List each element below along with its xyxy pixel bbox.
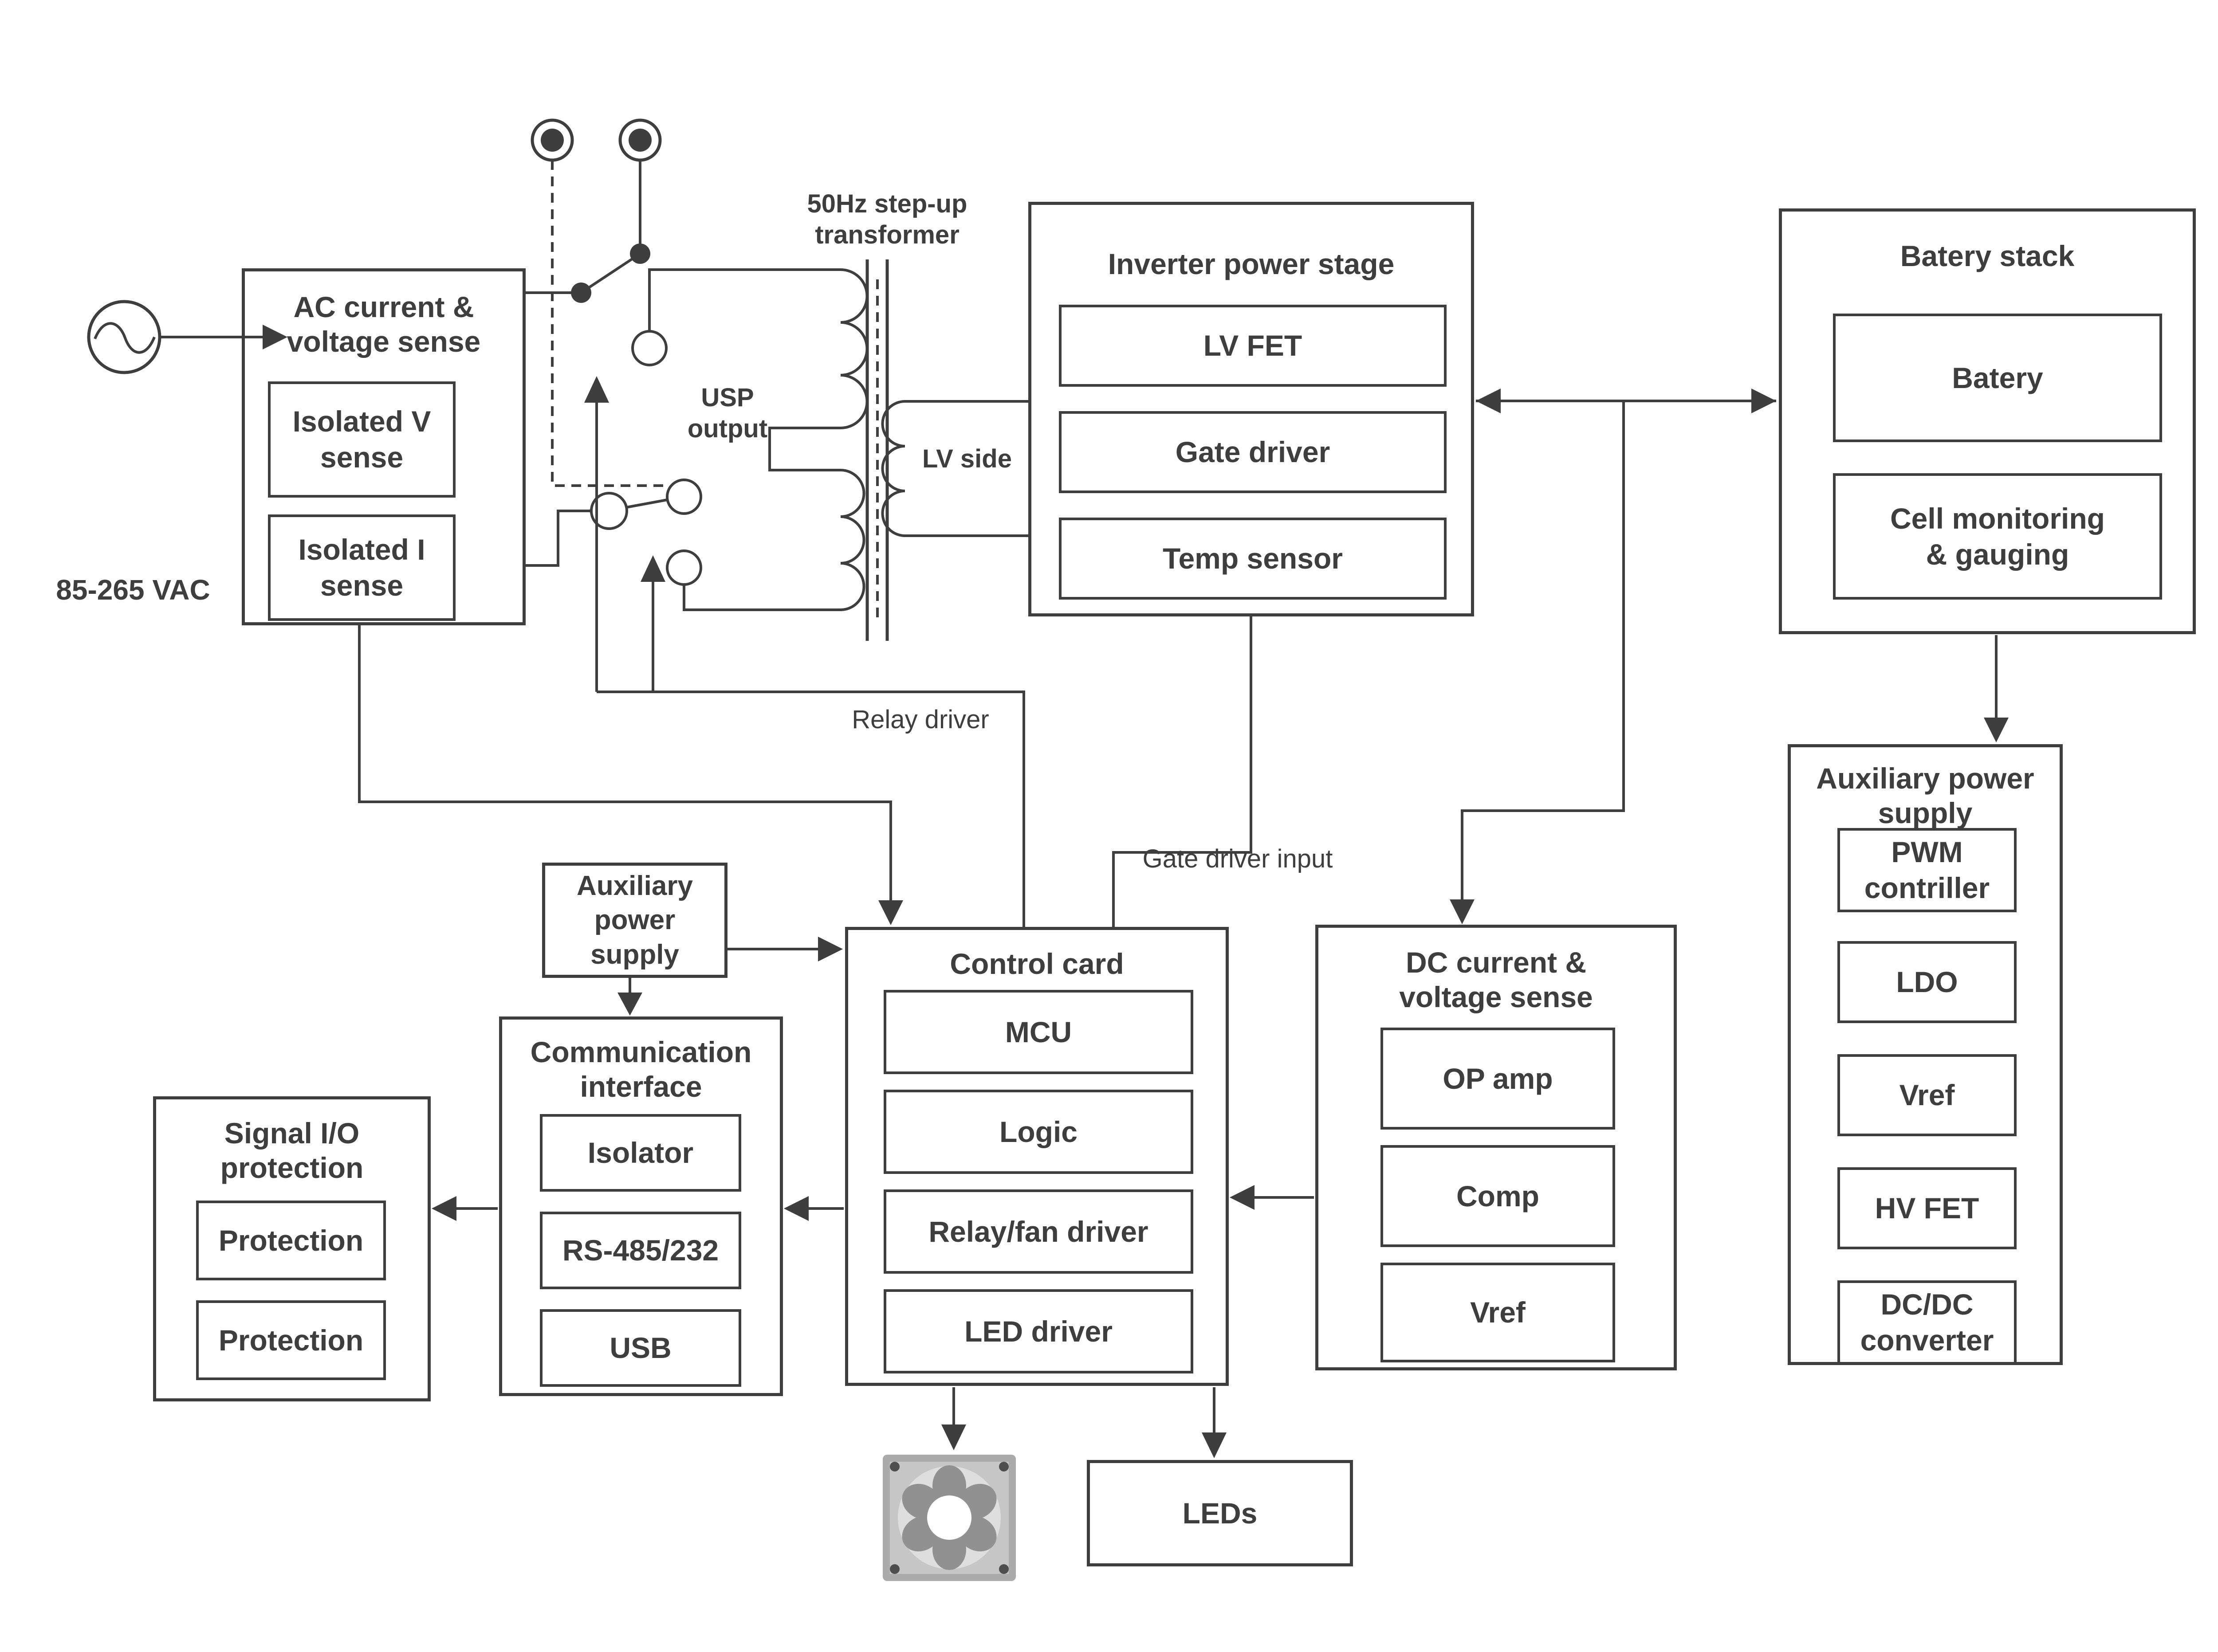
block-signal-io-title: Signal I/O protection: [220, 1117, 364, 1184]
inverter-battery-bus-wire: [1450, 388, 1776, 924]
transformer-label: 50Hz step-up transformer: [807, 189, 967, 249]
block-dc-sense-title: DC current & voltage sense: [1399, 946, 1593, 1013]
dc-sense-to-control-wire: [1230, 1185, 1314, 1210]
lv-side-label: LV side: [922, 444, 1012, 473]
block-battery-title: Batery stack: [1900, 239, 2075, 272]
block-ac-sense-title: AC current & voltage sense: [287, 290, 481, 358]
box-hv-fet: HV FET: [1837, 1167, 2017, 1249]
block-inverter-power-stage: Inverter power stage LV FET Gate driver …: [1028, 202, 1474, 616]
gate-driver-input-wire: [1112, 616, 1252, 927]
box-vref-aux: Vref: [1837, 1054, 2017, 1136]
block-aux-power-right: Auxiliary power supply PWM contriller LD…: [1788, 744, 2063, 1365]
gate-driver-input-label: Gate driver input: [1142, 844, 1333, 873]
box-mcu: MCU: [884, 990, 1193, 1074]
ac-source-icon: [87, 300, 161, 374]
fan-icon: [883, 1455, 1016, 1581]
block-control-card: Control card MCU Logic Relay/fan driver …: [845, 927, 1229, 1386]
block-leds: LEDs: [1087, 1460, 1353, 1566]
box-temp-sensor: Temp sensor: [1059, 518, 1447, 600]
box-gate-driver: Gate driver: [1059, 411, 1447, 493]
control-to-leds-wire: [1202, 1387, 1227, 1458]
box-rs485-232: RS-485/232: [540, 1212, 741, 1289]
block-inverter-title: Inverter power stage: [1108, 247, 1395, 280]
control-to-comm-wire: [784, 1196, 844, 1221]
box-led-driver: LED driver: [884, 1289, 1193, 1373]
block-dc-sense: DC current & voltage sense OP amp Comp V…: [1315, 925, 1677, 1370]
comm-to-signal-wire: [432, 1196, 498, 1221]
block-comm-interface: Communication interface Isolator RS-485/…: [499, 1016, 783, 1396]
source-voltage-label: 85-265 VAC: [56, 574, 210, 606]
block-battery-stack: Batery stack Batery Cell monitoring & ga…: [1779, 208, 2196, 634]
control-to-fan-wire: [941, 1387, 966, 1450]
block-aux-power-small: Auxiliary power supply: [542, 863, 728, 978]
block-control-card-title: Control card: [950, 947, 1124, 980]
box-dcdc-converter: DC/DC converter: [1837, 1280, 2017, 1365]
box-pwm-controller: PWM contriller: [1837, 828, 2017, 912]
box-lv-fet: LV FET: [1059, 305, 1447, 387]
box-vref-dc: Vref: [1380, 1263, 1615, 1362]
box-logic: Logic: [884, 1090, 1193, 1174]
block-ac-sense: AC current & voltage sense Isolated V se…: [242, 268, 526, 625]
relay-1-icon: [526, 118, 665, 487]
box-op-amp: OP amp: [1380, 1028, 1615, 1130]
relay-driver-label: Relay driver: [852, 705, 989, 734]
block-signal-io-protection: Signal I/O protection Protection Protect…: [153, 1096, 431, 1401]
box-protection-2: Protection: [196, 1300, 386, 1380]
box-cell-monitoring: Cell monitoring & gauging: [1833, 473, 2162, 600]
box-protection-1: Protection: [196, 1201, 386, 1280]
box-isolated-i-sense: Isolated I sense: [268, 514, 456, 621]
box-relay-fan-driver: Relay/fan driver: [884, 1189, 1193, 1274]
box-comp: Comp: [1380, 1145, 1615, 1247]
box-isolator: Isolator: [540, 1114, 741, 1192]
block-comm-title: Communication interface: [530, 1036, 752, 1103]
box-battery: Batery: [1833, 314, 2162, 442]
block-aux-right-title: Auxiliary power supply: [1816, 762, 2034, 829]
box-ldo: LDO: [1837, 941, 2017, 1023]
usp-output-label: USP output: [687, 383, 768, 443]
aux-small-to-control-wire: [728, 937, 843, 961]
box-isolated-v-sense: Isolated V sense: [268, 381, 456, 498]
battery-to-aux-wire: [1984, 635, 2009, 742]
box-usb: USB: [540, 1309, 741, 1387]
aux-small-to-comm-wire: [617, 978, 642, 1016]
